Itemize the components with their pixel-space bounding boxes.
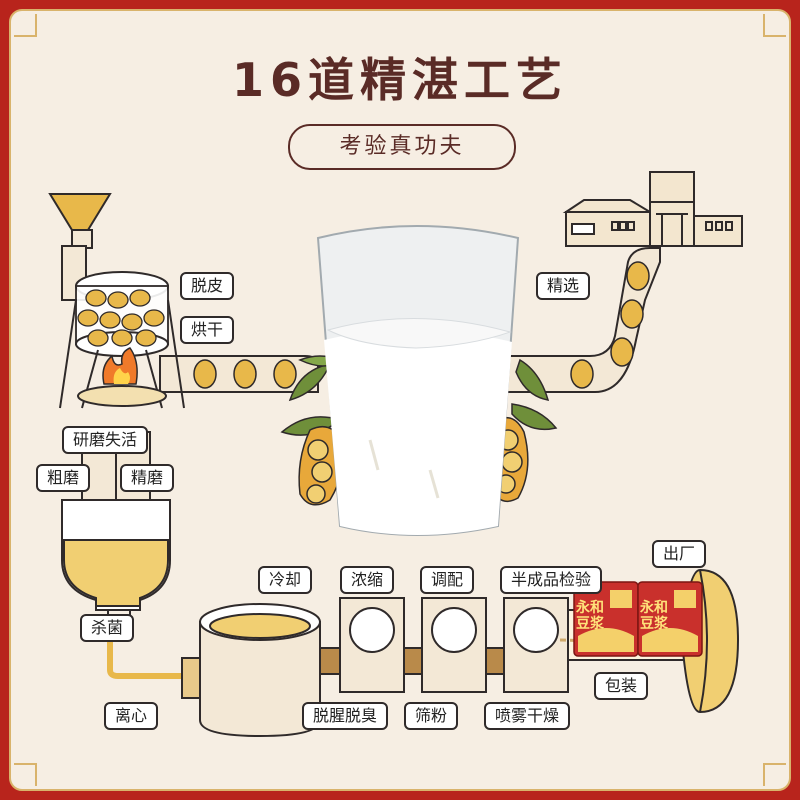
step-spray-dry: 喷雾干燥: [484, 702, 571, 730]
soymilk-glass: [280, 225, 558, 536]
bag-brand-right: 永和豆浆: [640, 600, 668, 632]
step-dry: 烘干: [180, 316, 235, 344]
step-select: 精选: [536, 272, 591, 300]
step-semi-inspect: 半成品检验: [500, 566, 603, 594]
step-package: 包装: [594, 672, 649, 700]
step-blend: 调配: [420, 566, 475, 594]
page-title: 16道精湛工艺: [231, 53, 568, 107]
step-coarse-grind: 粗磨: [36, 464, 91, 492]
factory-illustration: [562, 171, 743, 247]
step-cool: 冷却: [258, 566, 313, 594]
step-concentrate: 浓缩: [340, 566, 395, 594]
step-fine-grind: 精磨: [120, 464, 175, 492]
product-bags: [573, 581, 703, 657]
step-grind-inactivate: 研磨失活: [62, 426, 149, 454]
step-centrifuge: 离心: [104, 702, 159, 730]
page-subtitle: 考验真功夫: [288, 124, 516, 170]
bag-brand-left: 永和豆浆: [576, 600, 604, 632]
step-sterilize: 杀菌: [80, 614, 135, 642]
step-deodorize: 脱腥脱臭: [302, 702, 389, 730]
step-peel: 脱皮: [180, 272, 235, 300]
step-ship: 出厂: [652, 540, 707, 568]
step-sieve: 筛粉: [404, 702, 459, 730]
